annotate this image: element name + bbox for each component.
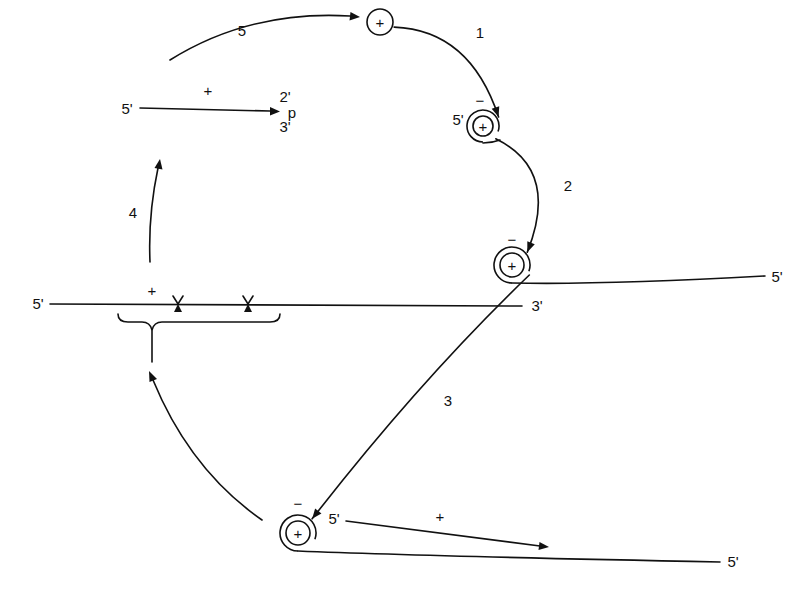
circle-shape xyxy=(473,116,493,136)
outer-ring xyxy=(280,515,316,551)
step-number: 1 xyxy=(476,25,484,40)
arrowhead xyxy=(539,542,550,550)
step-number: 2 xyxy=(564,178,572,193)
brace-stem xyxy=(151,330,153,362)
circle-shape xyxy=(500,253,524,277)
strand-label: p xyxy=(288,105,296,120)
connector-line xyxy=(496,139,539,252)
strand-label: 5' xyxy=(452,112,463,127)
connector-line xyxy=(312,275,529,519)
cleavage-mark xyxy=(174,304,182,312)
cleavage-mark xyxy=(243,296,253,304)
circle-node: + xyxy=(365,7,395,37)
strand-label: 5' xyxy=(727,554,738,569)
strand-label: + xyxy=(148,283,157,298)
rna-strand xyxy=(346,521,540,546)
cycle-arrow xyxy=(150,168,158,262)
strand-label: + xyxy=(436,509,445,524)
strand-label: 2' xyxy=(279,89,290,104)
rna-strand xyxy=(140,108,270,111)
strand-label: − xyxy=(294,496,303,511)
circle-shape xyxy=(286,521,310,545)
strand-label: 5 xyxy=(238,23,246,38)
cycle-arrow xyxy=(153,380,262,520)
circle-node: + xyxy=(278,513,318,553)
outer-ring xyxy=(467,110,499,142)
cleavage-mark xyxy=(244,304,252,312)
circle-node: + xyxy=(465,108,501,144)
strand-label: 5' xyxy=(328,511,339,526)
rna-strand xyxy=(50,304,522,306)
arrowhead xyxy=(270,107,280,116)
strand-label: 4 xyxy=(129,205,137,220)
node-text: + xyxy=(376,15,385,30)
circle-shape xyxy=(367,9,393,35)
rna-strand xyxy=(512,276,765,283)
cycle-arrow xyxy=(312,275,529,519)
arrowhead xyxy=(527,241,534,252)
arrowhead xyxy=(149,371,157,382)
strand-label: 5' xyxy=(771,269,782,284)
strand-label: + xyxy=(204,83,213,98)
brace xyxy=(118,314,280,330)
arrowhead xyxy=(312,509,321,519)
node-text: + xyxy=(508,258,517,273)
strand-label: 3' xyxy=(279,119,290,134)
cleavage-mark xyxy=(173,296,183,304)
strand-label: − xyxy=(508,232,517,247)
step-number: 3 xyxy=(444,393,452,408)
arrowhead xyxy=(350,12,361,21)
strand-label: 5' xyxy=(32,296,43,311)
strand-label: − xyxy=(476,93,485,108)
cycle-arrow xyxy=(394,27,499,117)
circle-node: + xyxy=(492,245,532,285)
node-text: + xyxy=(479,119,488,134)
arrowhead xyxy=(155,159,163,170)
connector-line xyxy=(394,27,498,117)
outer-ring xyxy=(494,247,530,283)
cycle-arrow xyxy=(170,15,350,60)
strand-label: 3' xyxy=(531,298,542,313)
rna-strand xyxy=(298,551,720,562)
strand-label: 5' xyxy=(121,101,132,116)
cycle-arrow xyxy=(496,139,539,252)
node-text: + xyxy=(294,526,303,541)
